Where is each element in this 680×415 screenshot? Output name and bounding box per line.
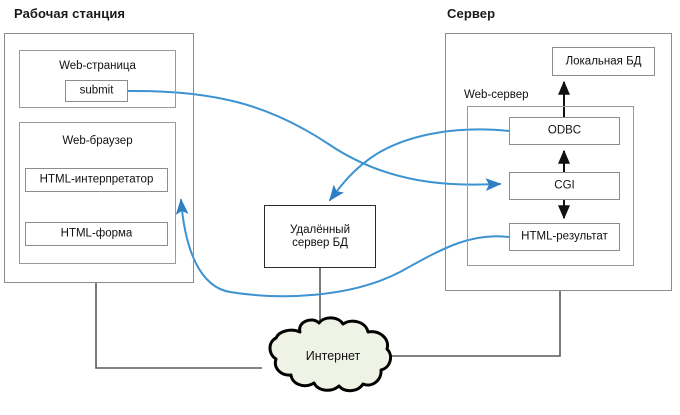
web-browser-box: Web-браузер — [19, 122, 176, 264]
html-form-box[interactable]: HTML-форма — [25, 222, 168, 246]
html-result-box[interactable]: HTML-результат — [509, 223, 620, 251]
submit-button[interactable]: submit — [65, 80, 128, 102]
odbc-box[interactable]: ODBC — [509, 117, 620, 145]
local-db-box[interactable]: Локальная БД — [552, 47, 655, 76]
server-panel — [445, 33, 672, 291]
submit-button-label: submit — [79, 84, 114, 97]
internet-cloud-shape — [268, 316, 393, 393]
workstation-panel — [4, 33, 194, 283]
html-interpreter-label: HTML-интерпретатор — [39, 173, 154, 186]
html-form-label: HTML-форма — [60, 227, 133, 240]
remote-db-label-line2: сервер БД — [292, 236, 348, 249]
remote-db-label-line1: Удалённый — [289, 223, 350, 236]
cgi-label: CGI — [554, 179, 575, 192]
wire-workstation-internet — [95, 282, 262, 369]
html-interpreter-box[interactable]: HTML-интерпретатор — [25, 168, 168, 192]
html-result-label: HTML-результат — [521, 230, 608, 243]
remote-db-label-wrap: Удалённый сервер БД — [265, 224, 375, 250]
flow-html-result-to-interpreter — [175, 198, 510, 298]
wire-server-internet — [384, 291, 561, 357]
workstation-title: Рабочая станция — [14, 6, 126, 21]
web-page-box: Web-страница — [19, 50, 176, 108]
server-title: Сервер — [447, 6, 496, 21]
web-page-label: Web-страница — [59, 60, 136, 72]
odbc-label: ODBC — [547, 124, 582, 137]
web-server-label: Web-сервер — [464, 89, 529, 101]
remote-db-box[interactable]: Удалённый сервер БД — [264, 205, 376, 268]
web-server-box — [467, 106, 634, 266]
web-browser-label: Web-браузер — [62, 135, 133, 147]
flow-odbc-to-remote-db — [329, 128, 510, 202]
local-db-label: Локальная БД — [565, 55, 642, 67]
cgi-box[interactable]: CGI — [509, 172, 620, 200]
flow-submit-to-cgi — [127, 89, 502, 191]
internet-label: Интернет — [305, 349, 361, 363]
